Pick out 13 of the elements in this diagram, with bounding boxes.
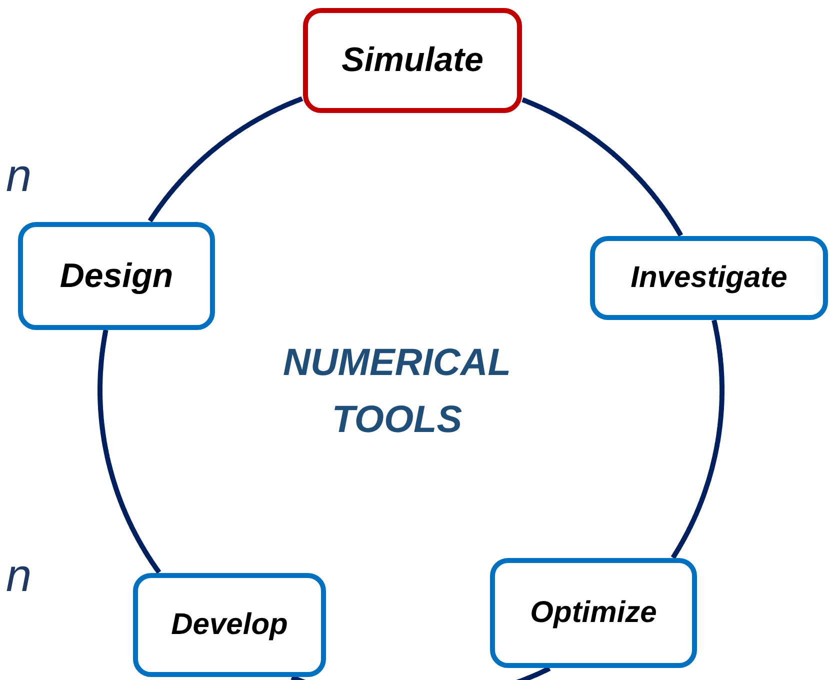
step-box: Investigate (590, 236, 828, 320)
step-box: Design (18, 222, 215, 330)
step-box: Simulate (303, 8, 522, 113)
center-title: NUMERICAL TOOLS (282, 341, 512, 443)
fragment-text: n (6, 548, 32, 602)
connector-arc (148, 96, 304, 222)
connector-arc (670, 318, 724, 560)
connector-arc (521, 97, 683, 237)
step-box: Optimize (490, 558, 697, 668)
fragment-text: n (6, 148, 32, 202)
step-box: Develop (133, 573, 326, 677)
connector-arc (290, 666, 551, 680)
connector-arc (98, 328, 162, 574)
